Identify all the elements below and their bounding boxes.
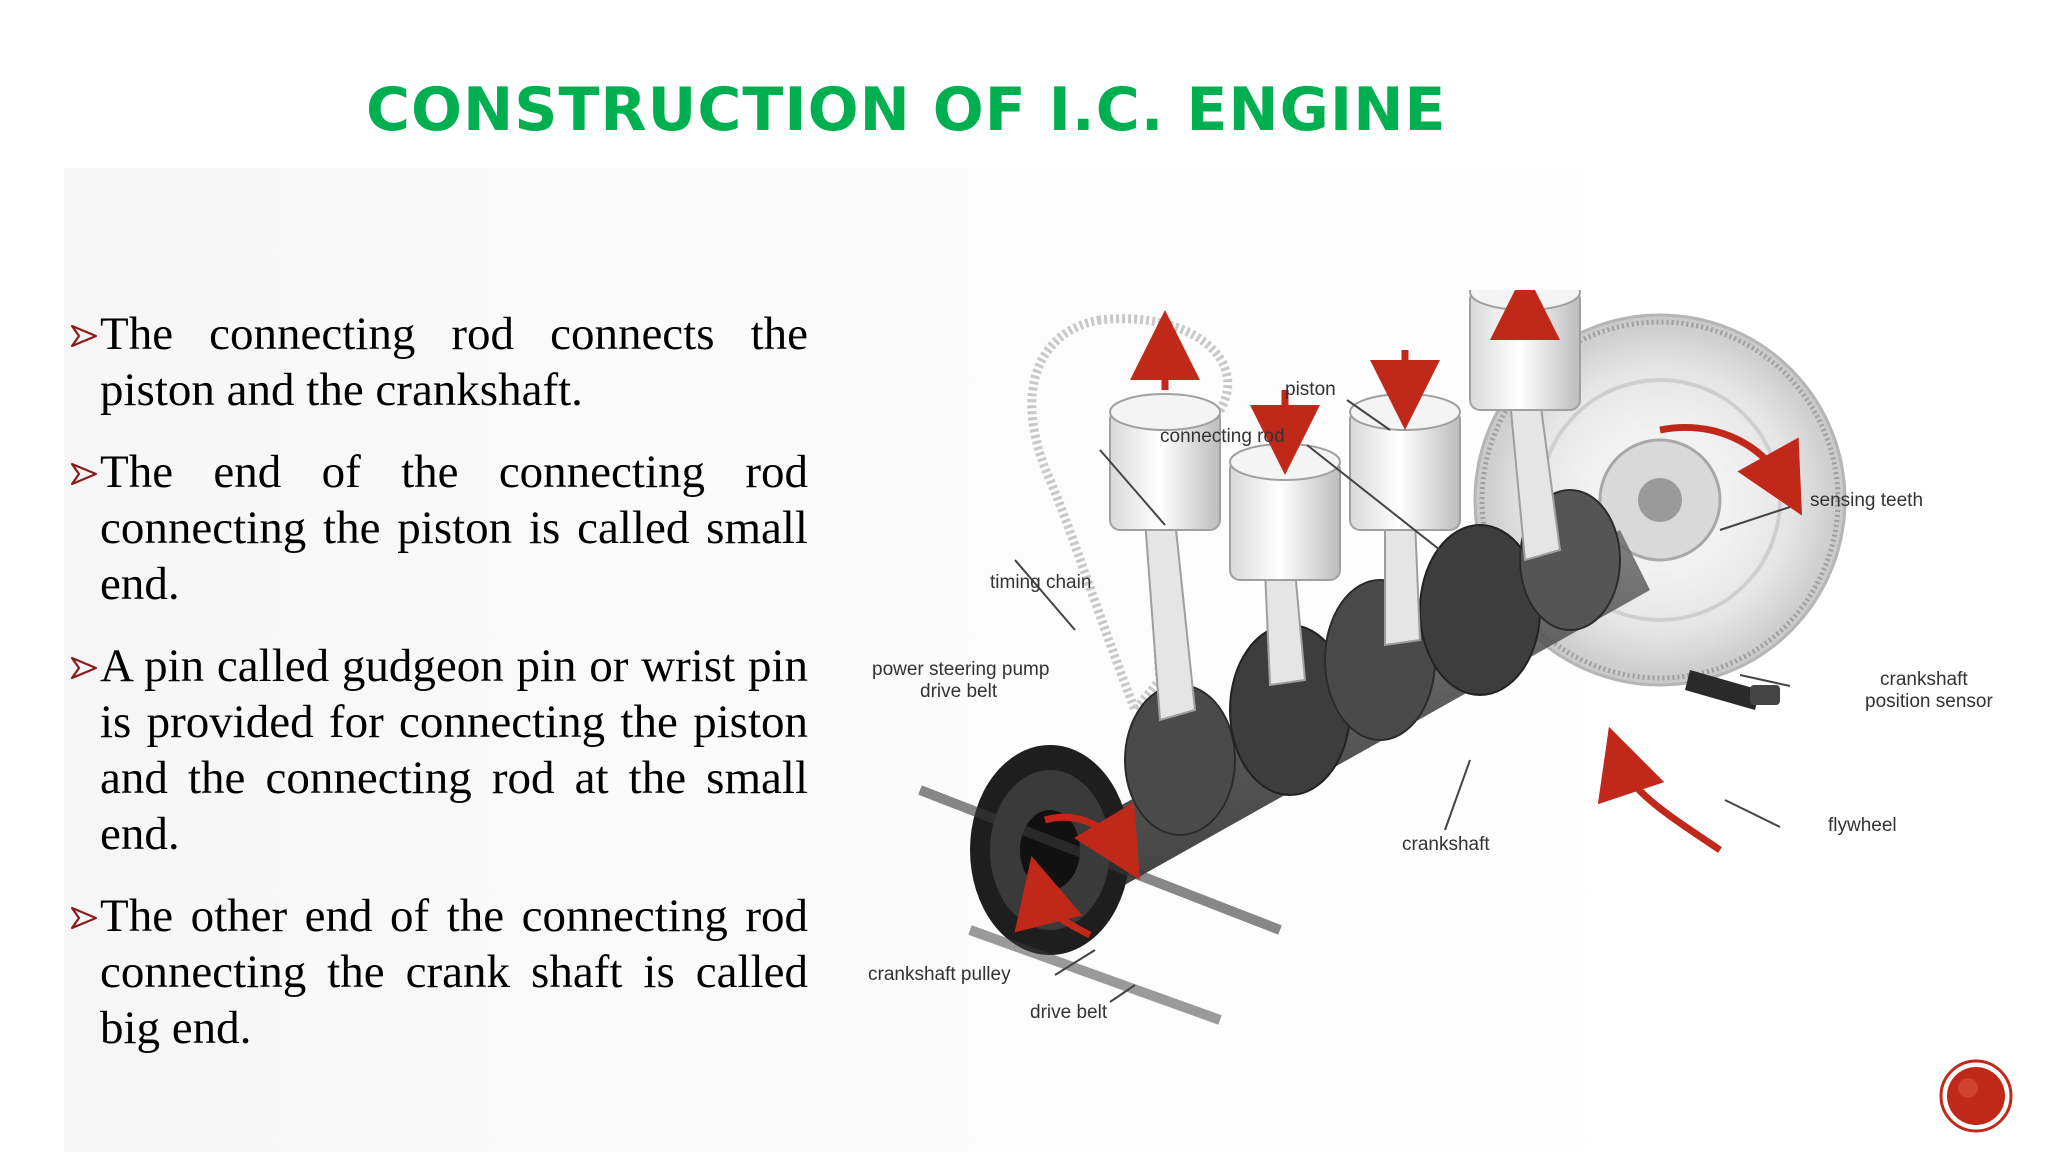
bullet-item: The other end of the connecting rod conn… xyxy=(70,888,808,1056)
next-slide-button-icon[interactable] xyxy=(1938,1058,2014,1134)
crankshaft xyxy=(1040,489,1650,910)
bullet-text: The end of the connecting rod connecting… xyxy=(100,446,808,610)
label-crankshaft: crankshaft xyxy=(1402,834,1490,855)
engine-diagram: piston connecting rod sensing teeth timi… xyxy=(868,290,1993,1025)
label-crankshaft-position-sensor-2: position sensor xyxy=(1865,691,1993,712)
arrowhead-bullet-icon xyxy=(70,906,98,930)
label-crankshaft-pulley: crankshaft pulley xyxy=(868,964,1011,985)
bullet-item: The end of the connecting rod connecting… xyxy=(70,444,808,612)
piston xyxy=(1109,393,1221,531)
crankshaft-position-sensor xyxy=(1685,670,1780,710)
bullet-text: The other end of the connecting rod conn… xyxy=(100,890,808,1054)
bullet-text: The connecting rod connects the piston a… xyxy=(100,308,808,416)
piston xyxy=(1229,443,1341,581)
arrowhead-bullet-icon xyxy=(70,462,98,486)
label-timing-chain: timing chain xyxy=(990,572,1091,593)
motion-arrows xyxy=(1014,290,1803,939)
label-power-steering-pump: power steering pump xyxy=(872,659,1049,680)
arrowhead-bullet-icon xyxy=(70,656,98,680)
label-drive-belt: drive belt xyxy=(1030,1002,1108,1023)
bullet-list: The connecting rod connects the piston a… xyxy=(70,306,808,1082)
arrowhead-bullet-icon xyxy=(70,324,98,348)
label-piston: piston xyxy=(1285,379,1336,400)
connecting-rods xyxy=(1143,399,1562,722)
bullet-item: The connecting rod connects the piston a… xyxy=(70,306,808,418)
slide-title: CONSTRUCTION OF I.C. ENGINE xyxy=(366,75,1447,145)
bullet-text: A pin called gudgeon pin or wrist pin is… xyxy=(100,640,808,860)
label-power-steering-drive-belt: drive belt xyxy=(920,681,998,702)
label-connecting-rod: connecting rod xyxy=(1160,426,1285,447)
leader-lines xyxy=(1014,399,1791,1003)
label-flywheel: flywheel xyxy=(1828,815,1897,836)
label-crankshaft-position-sensor-1: crankshaft xyxy=(1880,669,1968,690)
bullet-item: A pin called gudgeon pin or wrist pin is… xyxy=(70,638,808,862)
label-sensing-teeth: sensing teeth xyxy=(1810,490,1923,511)
